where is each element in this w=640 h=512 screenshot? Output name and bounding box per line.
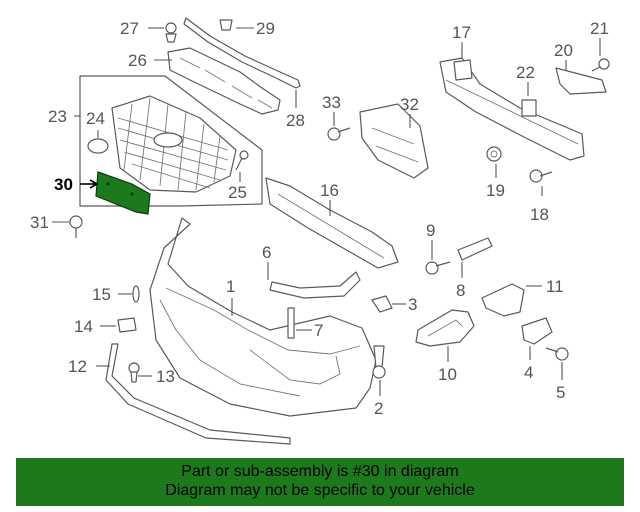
callout-3[interactable]: 3 (408, 295, 417, 314)
part-14-clip[interactable] (117, 317, 137, 333)
callout-22[interactable]: 22 (516, 63, 535, 82)
part-33-bolt[interactable] (327, 127, 351, 141)
callout-6[interactable]: 6 (262, 243, 271, 262)
callout-15[interactable]: 15 (92, 285, 111, 304)
part-22-clip[interactable] (521, 99, 537, 117)
callout-16[interactable]: 16 (320, 181, 339, 200)
callout-11[interactable]: 11 (546, 277, 564, 296)
callout-17[interactable]: 17 (452, 23, 471, 42)
callout-2[interactable]: 2 (374, 399, 383, 418)
callout-1[interactable]: 1 (226, 277, 235, 296)
part-12-lower-trim[interactable] (105, 343, 291, 445)
part-32-bracket[interactable] (359, 103, 429, 179)
callout-18[interactable]: 18 (530, 205, 549, 224)
part-10-bezel[interactable] (415, 309, 475, 347)
leader-lines (52, 27, 601, 396)
callout-25[interactable]: 25 (228, 183, 247, 202)
callout-labels: 27 29 26 28 23 24 25 30 31 16 17 18 19 2… (30, 19, 609, 418)
callout-8[interactable]: 8 (456, 281, 465, 300)
part-31-bolt[interactable] (69, 215, 83, 238)
part-11-bracket[interactable] (481, 283, 525, 317)
callout-31[interactable]: 31 (30, 213, 49, 232)
part-3-clip[interactable] (371, 295, 393, 313)
callout-5[interactable]: 5 (556, 383, 565, 402)
part-7-pin[interactable] (287, 307, 295, 339)
callout-32[interactable]: 32 (400, 95, 419, 114)
part-30-plate-bracket[interactable] (95, 171, 151, 215)
banner-line-2: Diagram may not be specific to your vehi… (165, 482, 475, 499)
part-25-screw[interactable] (235, 150, 249, 171)
callout-14[interactable]: 14 (74, 317, 93, 336)
part-29-hood-seal[interactable] (183, 17, 301, 89)
banner-line-1: Part or sub-assembly is #30 in diagram (181, 463, 459, 480)
callout-28[interactable]: 28 (286, 111, 305, 130)
part-18-bolt[interactable] (529, 169, 553, 183)
callout-19[interactable]: 19 (486, 181, 505, 200)
part-27-clip[interactable] (165, 22, 177, 43)
part-16-absorber[interactable] (265, 177, 399, 269)
callout-20[interactable]: 20 (554, 41, 573, 60)
callout-4[interactable]: 4 (524, 363, 533, 382)
part-5-bolt[interactable] (545, 347, 569, 361)
part-4-bracket[interactable] (521, 317, 553, 345)
callout-30[interactable]: 30 (54, 175, 73, 194)
callout-24[interactable]: 24 (86, 109, 105, 128)
part-17-bumper-beam[interactable] (439, 57, 585, 161)
callout-7[interactable]: 7 (314, 321, 323, 340)
callout-9[interactable]: 9 (426, 221, 435, 240)
callout-12[interactable]: 12 (68, 357, 87, 376)
part-23-grille-group[interactable] (79, 75, 263, 207)
part-8-strip[interactable] (457, 237, 493, 261)
part-6-retainer[interactable] (269, 271, 361, 299)
part-2-screw[interactable] (372, 345, 386, 379)
callout-21[interactable]: 21 (590, 19, 609, 38)
callout-10[interactable]: 10 (438, 365, 457, 384)
info-banner: Part or sub-assembly is #30 in diagram D… (16, 458, 624, 506)
part-19-nut[interactable] (486, 146, 502, 162)
callout-13[interactable]: 13 (156, 367, 175, 386)
part-15-seal[interactable] (132, 285, 140, 303)
part-29-clip[interactable] (219, 19, 233, 31)
callout-27[interactable]: 27 (120, 19, 139, 38)
part-26-upper-cover[interactable] (167, 47, 281, 115)
callout-29[interactable]: 29 (256, 19, 275, 38)
part-9-bolt[interactable] (425, 261, 451, 275)
callout-33[interactable]: 33 (322, 93, 341, 112)
callout-26[interactable]: 26 (128, 51, 147, 70)
part-24-emblem[interactable] (87, 138, 109, 154)
part-20-bracket[interactable] (555, 67, 607, 95)
part-21-bolt[interactable] (591, 58, 610, 72)
callout-23[interactable]: 23 (48, 107, 67, 126)
part-1-bumper-cover[interactable] (149, 217, 377, 417)
part-13-screw[interactable] (128, 362, 140, 383)
